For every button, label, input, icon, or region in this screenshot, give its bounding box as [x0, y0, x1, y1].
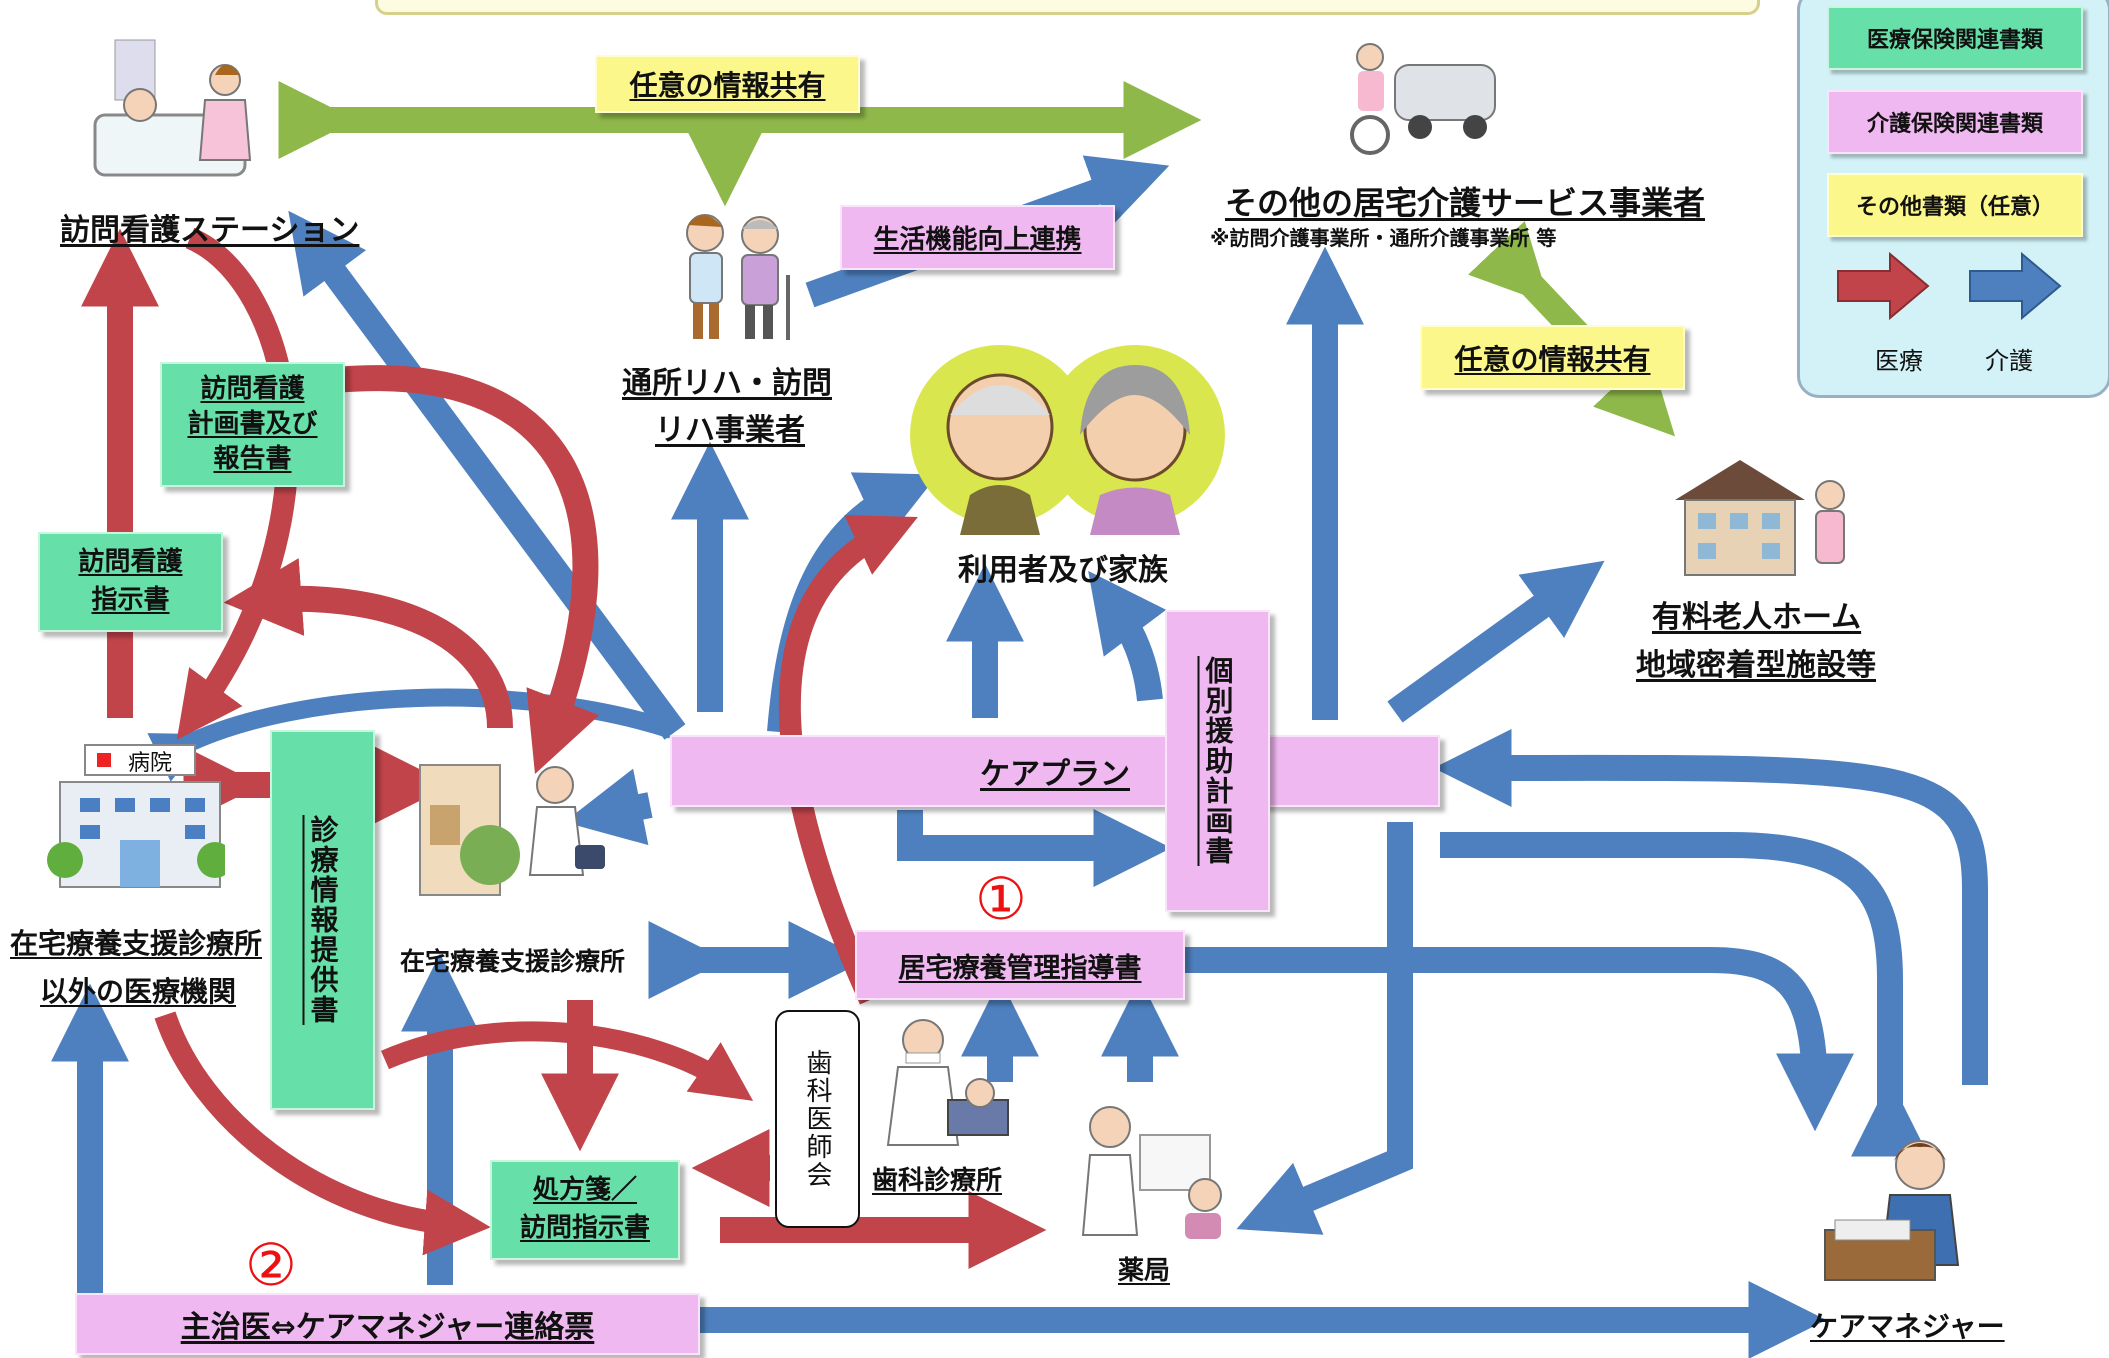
- marker-two: ②: [245, 1231, 297, 1299]
- legend-arrows: [1837, 251, 2062, 321]
- other-medical-label-line1: 在宅療養支援診療所: [10, 927, 263, 960]
- liaison-form-doc: 主治医⇔ケアマネジャー連絡票: [75, 1293, 700, 1355]
- doctor-clinic-icon: [419, 764, 605, 896]
- rehab-staff-icon: [686, 214, 790, 340]
- prescription-doc: 処方箋／ 訪問指示書: [490, 1160, 680, 1260]
- other-medical-label-line2: 以外の医療機関: [40, 975, 237, 1008]
- medical-info-doc: 診療情報提供書: [270, 730, 375, 1110]
- nursing-home-label-line2: 地域密着型施設等: [1636, 648, 1876, 683]
- dentist-icon: [886, 1019, 1009, 1146]
- nursing-instruction-doc: 訪問看護 指示書: [38, 532, 223, 632]
- marker-one: ①: [975, 865, 1027, 933]
- pharmacist-icon: [1081, 1106, 1222, 1239]
- nursing-home-icon: [1675, 460, 1845, 576]
- wheelchair-van-icon: [1350, 43, 1496, 155]
- nursing-plan-doc: 訪問看護 計画書及び 報告書: [160, 362, 345, 487]
- legend-other-docs: その他書類（任意）: [1827, 173, 2083, 237]
- other-services-label: その他の居宅介護サービス事業者: [1225, 184, 1706, 222]
- user-family-label: 利用者及び家族: [958, 553, 1168, 588]
- dental-association-box: 歯科医師会: [775, 1010, 860, 1228]
- care-plan-doc: ケアプラン: [670, 735, 1440, 807]
- rehab-label-line1: 通所リハ・訪問: [622, 366, 832, 401]
- hospital-sign: 病院: [128, 751, 173, 776]
- individual-plan-doc: 個別援助計画書: [1165, 610, 1270, 912]
- care-manager-label: ケアマネジャー: [1810, 1310, 2005, 1343]
- home-clinic-label: 在宅療養支援診療所: [400, 947, 626, 976]
- legend-care-docs: 介護保険関連書類: [1827, 90, 2083, 154]
- info-share-top: 任意の情報共有: [595, 55, 860, 113]
- legend-panel: 医療保険関連書類 介護保険関連書類 その他書類（任意） 医療 介護: [1797, 0, 2109, 398]
- nursing-station-label: 訪問看護ステーション: [60, 213, 360, 248]
- home-care-guidance-doc: 居宅療養管理指導書: [855, 930, 1185, 1000]
- pharmacy-label: 薬局: [1118, 1256, 1171, 1286]
- top-banner-edge: [375, 0, 1760, 15]
- legend-medical-caption: 医療: [1875, 347, 1923, 375]
- nursing-home-label-line1: 有料老人ホーム: [1652, 600, 1862, 635]
- dental-clinic-label: 歯科診療所: [872, 1166, 1003, 1196]
- hospital-icon: [47, 744, 225, 888]
- info-share-right: 任意の情報共有: [1420, 325, 1685, 390]
- bedside-nurse-icon: [93, 39, 252, 177]
- life-function-doc: 生活機能向上連携: [840, 205, 1115, 270]
- elderly-couple-icon: [910, 345, 1225, 535]
- rehab-label-line2: リハ事業者: [655, 413, 805, 448]
- other-services-note: ※訪問介護事業所・通所介護事業所 等: [1210, 226, 1557, 250]
- medical-arrows: [81, 227, 1047, 1269]
- care-manager-icon: [1824, 1140, 1960, 1281]
- legend-medical-docs: 医療保険関連書類: [1827, 6, 2083, 70]
- legend-care-caption: 介護: [1985, 347, 2033, 375]
